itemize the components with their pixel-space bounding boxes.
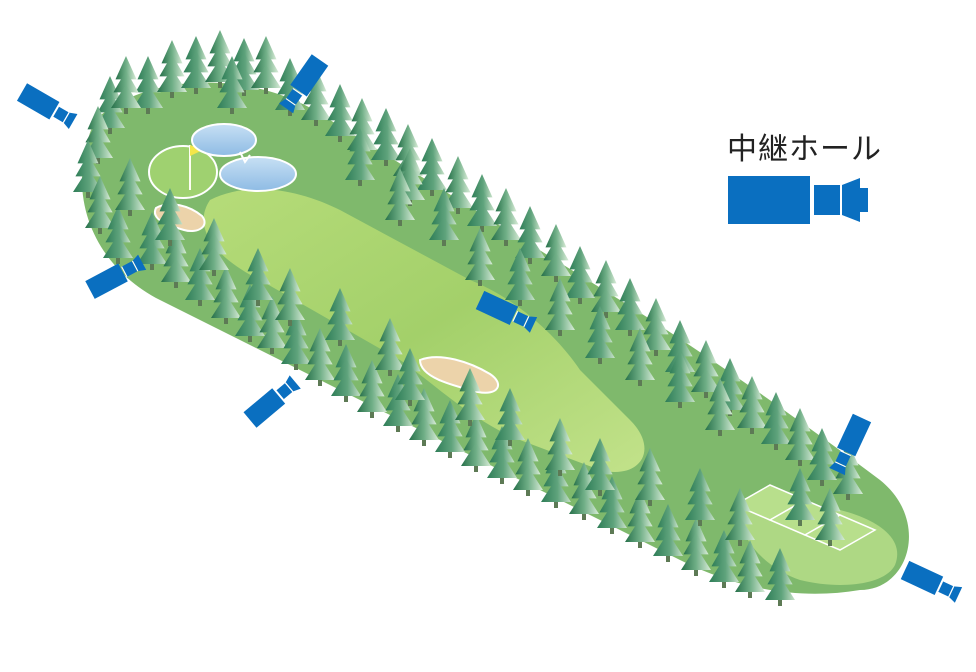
tree-icon bbox=[325, 84, 355, 142]
tree-icon bbox=[325, 288, 355, 346]
tree-icon bbox=[371, 108, 401, 166]
tree-icon bbox=[331, 344, 361, 402]
tree-icon bbox=[685, 468, 715, 526]
tree-icon bbox=[443, 156, 473, 214]
tree-icon bbox=[709, 530, 739, 588]
tv-camera-icon bbox=[16, 82, 79, 131]
tree-icon bbox=[569, 462, 599, 520]
tree-icon bbox=[705, 378, 735, 436]
tree-icon bbox=[491, 188, 521, 246]
tree-icon bbox=[545, 418, 575, 476]
tree-icon bbox=[103, 206, 133, 264]
tree-icon bbox=[785, 408, 815, 466]
tree-icon bbox=[281, 312, 311, 370]
tree-icon bbox=[565, 246, 595, 304]
tree-icon bbox=[435, 400, 465, 458]
tree-icon bbox=[505, 248, 535, 306]
tree-icon bbox=[761, 392, 791, 450]
bunker-fairway bbox=[418, 356, 500, 394]
tree-icon bbox=[467, 174, 497, 232]
tree-icon bbox=[461, 414, 491, 472]
tree-icon bbox=[417, 138, 447, 196]
tree-icon bbox=[735, 540, 765, 598]
tree-icon bbox=[495, 388, 525, 446]
tree-icon bbox=[725, 488, 755, 546]
tree-icon bbox=[181, 36, 211, 94]
tree-icon bbox=[585, 438, 615, 496]
tree-icon bbox=[345, 128, 375, 186]
tree-icon bbox=[653, 504, 683, 562]
tree-icon bbox=[243, 248, 273, 306]
putting-green bbox=[148, 145, 218, 199]
tree-icon bbox=[641, 298, 671, 356]
tree-icon bbox=[785, 468, 815, 526]
tree-icon bbox=[545, 278, 575, 336]
tree-icon bbox=[465, 228, 495, 286]
tree-icon bbox=[665, 350, 695, 408]
tree-icon bbox=[385, 168, 415, 226]
tree-icon bbox=[625, 490, 655, 548]
tree-icon bbox=[815, 488, 845, 546]
tv-camera-icon bbox=[728, 176, 868, 224]
fairway bbox=[203, 189, 645, 472]
tree-icon bbox=[85, 176, 115, 234]
legend-title: 中継ホール bbox=[727, 132, 882, 167]
tree-icon bbox=[375, 318, 405, 376]
tv-camera-icon bbox=[242, 373, 303, 429]
tree-icon bbox=[515, 206, 545, 264]
tree-icon bbox=[275, 268, 305, 326]
tree-icon bbox=[395, 348, 425, 406]
tree-group bbox=[73, 30, 863, 606]
tree-icon bbox=[155, 188, 185, 246]
tree-icon bbox=[807, 428, 837, 486]
tree-icon bbox=[429, 188, 459, 246]
tree-icon bbox=[541, 224, 571, 282]
tree-icon bbox=[257, 296, 287, 354]
tree-icon bbox=[737, 376, 767, 434]
tree-icon bbox=[625, 328, 655, 386]
tree-icon bbox=[115, 158, 145, 216]
tree-icon bbox=[251, 36, 281, 94]
tree-icon bbox=[691, 340, 721, 398]
tree-icon bbox=[305, 328, 335, 386]
tree-icon bbox=[765, 548, 795, 606]
tree-icon bbox=[111, 56, 141, 114]
tree-icon bbox=[681, 518, 711, 576]
tree-icon bbox=[137, 212, 167, 270]
water-hazard bbox=[191, 123, 297, 192]
tree-icon bbox=[615, 278, 645, 336]
tree-icon bbox=[157, 40, 187, 98]
tree-icon bbox=[161, 230, 191, 288]
tree-icon bbox=[513, 438, 543, 496]
tv-camera-icon bbox=[900, 560, 964, 605]
tree-icon bbox=[635, 448, 665, 506]
tree-icon bbox=[357, 360, 387, 418]
tree-icon bbox=[455, 368, 485, 426]
tree-icon bbox=[211, 266, 241, 324]
tree-icon bbox=[585, 306, 615, 364]
flag-icon bbox=[190, 145, 203, 156]
tree-icon bbox=[199, 218, 229, 276]
tree-icon bbox=[217, 56, 247, 114]
tree-icon bbox=[591, 260, 621, 318]
tree-icon bbox=[133, 56, 163, 114]
